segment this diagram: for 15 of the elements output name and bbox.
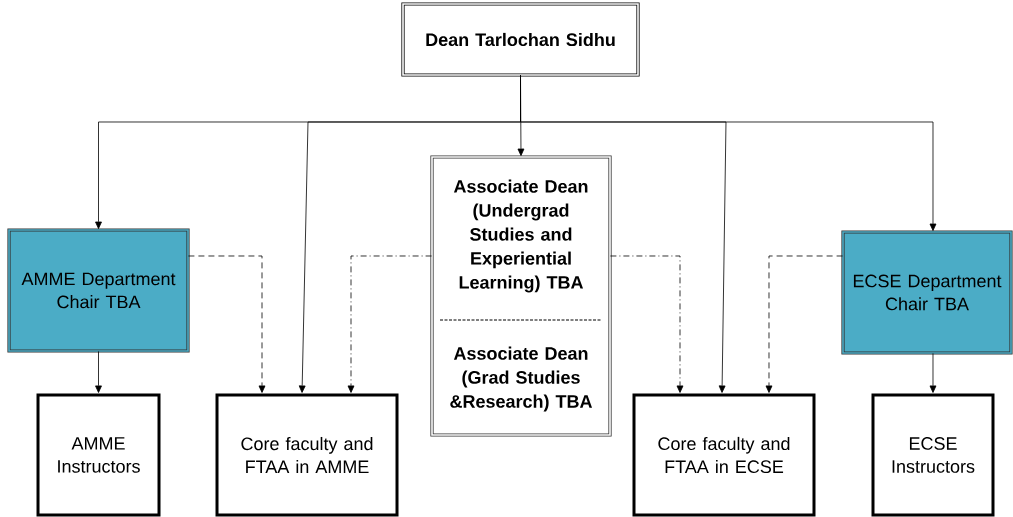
unit-box: ECSE Instructors — [871, 393, 995, 517]
arrow — [765, 255, 843, 393]
chair-box: ECSE Department Chair TBA — [841, 230, 1013, 355]
arrow — [95, 351, 102, 393]
unit-box: Core faculty and FTAA in AMME — [215, 393, 399, 517]
chair-box: AMME Department Chair TBA — [7, 228, 190, 353]
unit-box: Core faculty and FTAA in ECSE — [632, 393, 816, 517]
associate-dean-box: Associate Dean (Undergrad Studies and Experiential Learning) TBA Associate Dean (Grad Studies &Research) TBA — [430, 155, 612, 437]
unit-box: AMME Instructors — [36, 393, 161, 517]
arrow — [929, 353, 937, 393]
arrow — [347, 255, 432, 393]
arrow — [188, 255, 266, 393]
arrow — [520, 75, 937, 231]
dean-box: Dean Tarlochan Sidhu — [401, 2, 640, 77]
arrow — [610, 255, 684, 393]
